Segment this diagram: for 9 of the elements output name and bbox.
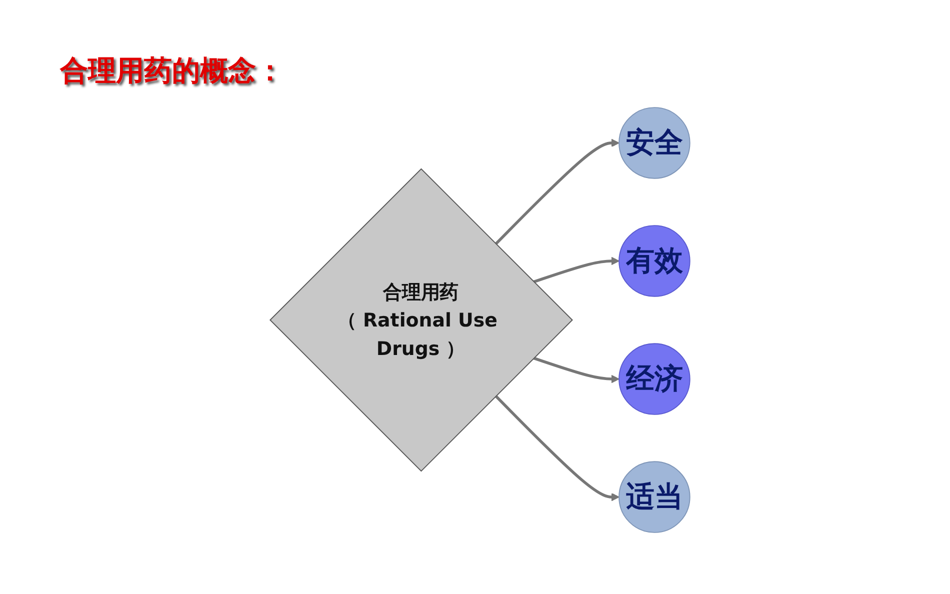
node-circle: 安全 [618, 107, 690, 179]
arrow [533, 256, 620, 284]
arrow [494, 138, 620, 245]
arrow [494, 395, 620, 502]
arrow [533, 356, 620, 384]
slide-title: 合理用药的概念： [60, 53, 284, 89]
node-circle: 经济 [618, 343, 690, 415]
node-diamond: 合理用药 （ Rational Use Drugs ） [269, 168, 573, 472]
node-circle: 适当 [618, 461, 690, 533]
